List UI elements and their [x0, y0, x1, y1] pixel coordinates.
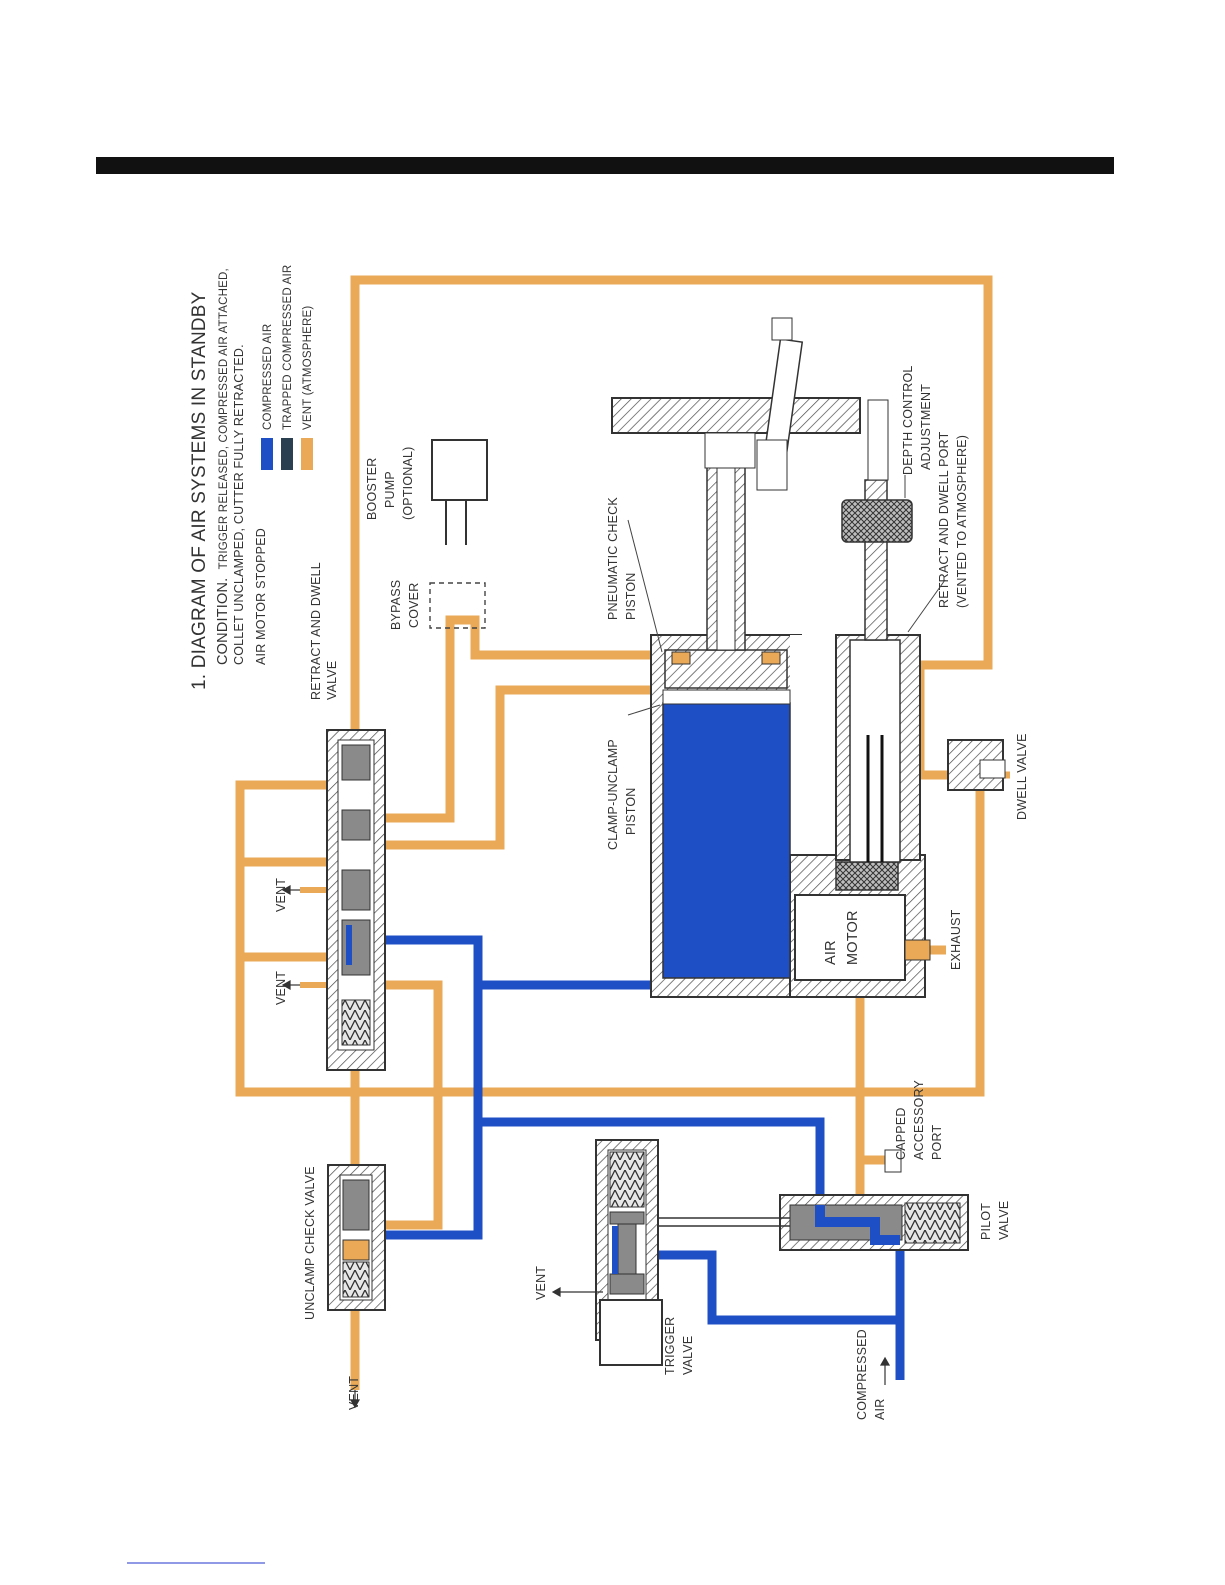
- label-clamp-piston-1: CLAMP-UNCLAMP: [606, 739, 620, 850]
- label-trigger-valve-2: VALVE: [681, 1336, 695, 1375]
- air-motor: [794, 894, 906, 981]
- svg-text:CONDITION. TRIGGER RELEA: CONDITION. TRIGGER RELEASED, COMPRESSED …: [215, 268, 231, 665]
- label-clamp-piston-2: PISTON: [624, 787, 638, 835]
- label-pilot-valve-2: VALVE: [997, 1201, 1011, 1240]
- booster-pump: [431, 439, 488, 545]
- legend-labels: COMPRESSED AIR TRAPPED COMPRESSED AIR VE…: [262, 265, 314, 430]
- label-retract-dwell-valve-1: RETRACT AND DWELL: [309, 562, 323, 700]
- label-pneumatic-check-2: PISTON: [624, 572, 638, 620]
- legend: [261, 438, 313, 470]
- label-air-motor-1: AIR: [823, 940, 839, 965]
- label-trigger-valve-1: TRIGGER: [663, 1317, 677, 1375]
- label-pneumatic-check-1: PNEUMATIC CHECK: [606, 497, 620, 620]
- label-exhaust: EXHAUST: [949, 909, 963, 970]
- label-vent-lower: VENT: [274, 971, 288, 1005]
- label-capped-port-1: CAPPED: [894, 1107, 908, 1160]
- legend-swatch-vent: [301, 438, 313, 470]
- label-compressed-air-1: COMPRESSED: [855, 1329, 869, 1420]
- legend-label-vent: VENT (ATMOSPHERE): [302, 306, 314, 430]
- title-block: 1. DIAGRAM OF AIR SYSTEMS IN STANDBY CON…: [189, 268, 268, 690]
- legend-swatch-trapped: [281, 438, 293, 470]
- label-vent-upper: VENT: [274, 878, 288, 912]
- component-labels: RETRACT AND DWELL VALVE BOOSTER PUMP (OP…: [274, 365, 1029, 1420]
- label-booster-2: PUMP: [383, 471, 397, 508]
- vent-lines: [235, 275, 1010, 1390]
- title-line-1: 1. DIAGRAM OF AIR SYSTEMS IN STANDBY: [189, 291, 210, 690]
- leader-lines: [627, 475, 946, 716]
- dwell-valve-body: [947, 739, 1006, 791]
- title-line-4: AIR MOTOR STOPPED: [254, 528, 268, 665]
- title-line-2-rest: TRIGGER RELEASED, COMPRESSED AIR ATTACHE…: [218, 268, 230, 569]
- label-retract-port-2: (VENTED TO ATMOSPHERE): [955, 435, 969, 608]
- label-depth-control-1: DEPTH CONTROL: [901, 365, 915, 475]
- label-retract-port-1: RETRACT AND DWELL PORT: [937, 431, 951, 608]
- label-bypass-2: COVER: [407, 583, 421, 628]
- label-capped-port-3: PORT: [930, 1125, 944, 1160]
- exhaust-port: [904, 939, 931, 961]
- spindle-upper: [611, 317, 913, 641]
- title-line-3: COLLET UNCLAMPED, CUTTER FULLY RETRACTED…: [232, 344, 246, 665]
- label-capped-port-2: ACCESSORY: [912, 1079, 926, 1160]
- clamp-unclamp-piston-chamber: [662, 702, 791, 979]
- label-unclamp-check-valve: UNCLAMP CHECK VALVE: [303, 1166, 317, 1320]
- label-air-motor-2: MOTOR: [845, 910, 861, 965]
- legend-label-compressed: COMPRESSED AIR: [262, 324, 274, 430]
- label-retract-dwell-valve-2: VALVE: [325, 661, 339, 700]
- label-compressed-air-2: AIR: [873, 1399, 887, 1420]
- main-housing: [650, 454, 926, 998]
- label-dwell-valve: DWELL VALVE: [1015, 733, 1029, 820]
- label-booster-1: BOOSTER: [365, 457, 379, 520]
- pilot-valve: [779, 1194, 969, 1251]
- legend-swatch-compressed: [261, 438, 273, 470]
- retract-dwell-valve: [326, 729, 386, 1071]
- label-pilot-valve-1: PILOT: [979, 1203, 993, 1240]
- title-line-2-caps: CONDITION.: [215, 578, 231, 665]
- vent-arrows: [281, 884, 891, 1409]
- label-depth-control-2: ADJUSTMENT: [919, 384, 933, 470]
- trigger-valve: [595, 1139, 663, 1366]
- label-vent-check: VENT: [347, 1376, 361, 1410]
- label-bypass-1: BYPASS: [389, 580, 403, 630]
- bypass-cover: [429, 582, 486, 629]
- unclamp-check-valve: [327, 1164, 386, 1311]
- legend-label-trapped: TRAPPED COMPRESSED AIR: [282, 265, 294, 430]
- label-booster-3: (OPTIONAL): [401, 446, 415, 520]
- capped-accessory-port: [884, 1149, 902, 1173]
- label-vent-trigger: VENT: [534, 1266, 548, 1300]
- header-bar: [96, 157, 1114, 174]
- depth-control-knob: [841, 499, 913, 543]
